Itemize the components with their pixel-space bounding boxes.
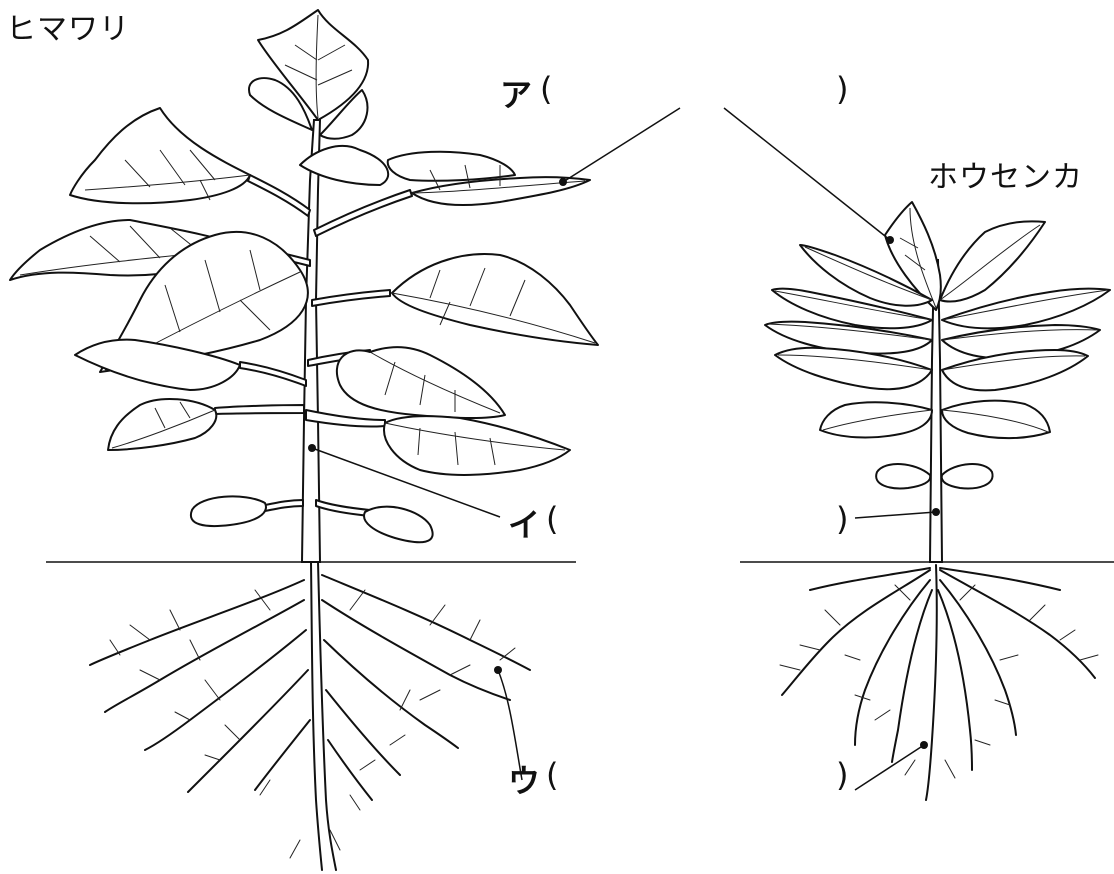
sunflower-cotyledon-left — [191, 496, 266, 526]
sunflower-leaf — [384, 416, 570, 475]
balsam-cotyledon-right — [942, 464, 993, 488]
balsam-drawing — [740, 202, 1114, 800]
sunflower-leaf — [337, 347, 505, 418]
leader-u-sunflower — [498, 670, 522, 780]
balsam-cotyledon-left — [876, 464, 930, 488]
leader-a-balsam — [724, 108, 890, 240]
sunflower-stem — [302, 120, 320, 562]
sunflower-roots — [90, 562, 530, 870]
sunflower-leaf — [392, 254, 598, 345]
sunflower-leaf — [108, 399, 216, 450]
leader-i-balsam — [855, 512, 936, 518]
leader-a-sunflower — [563, 108, 680, 182]
leader-u-balsam — [855, 745, 924, 790]
sunflower-drawing — [10, 10, 598, 870]
sunflower-cotyledon-right — [364, 507, 433, 543]
balsam-roots — [780, 565, 1098, 800]
